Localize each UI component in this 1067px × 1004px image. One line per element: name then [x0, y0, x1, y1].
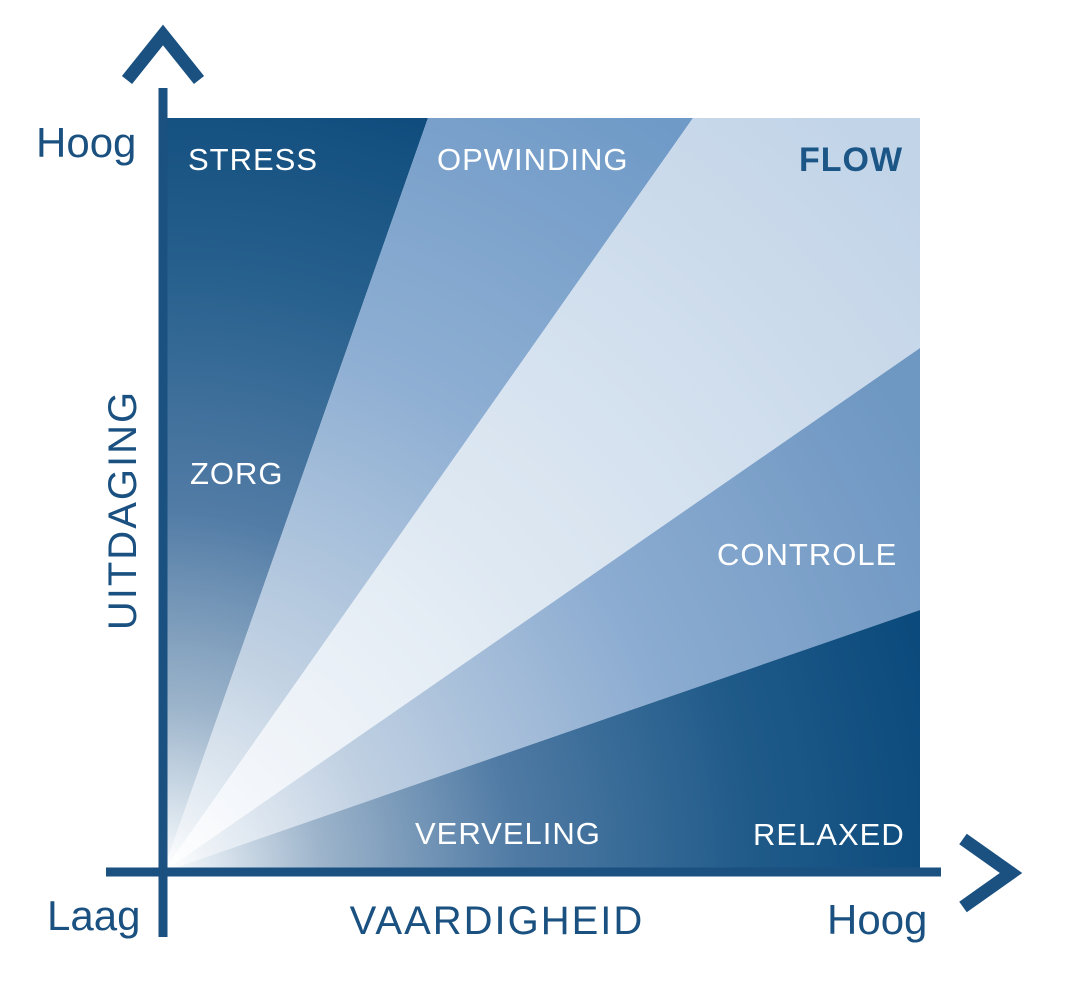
x-axis-high-label: Hoog [827, 896, 927, 943]
region-label-stress: STRESS [188, 142, 318, 177]
y-axis-high-label: Hoog [36, 119, 136, 166]
region-label-controle: CONTROLE [717, 537, 897, 572]
y-axis-title: UITDAGING [101, 390, 145, 630]
region-label-opwinding: OPWINDING [437, 142, 629, 177]
region-verveling-relaxed-wedge [163, 610, 920, 872]
y-axis-arrowhead-icon [121, 24, 205, 85]
region-label-flow: FLOW [799, 141, 903, 179]
region-label-zorg: ZORG [190, 456, 284, 491]
region-flow-wedge [163, 118, 920, 872]
region-label-relaxed: RELAXED [753, 817, 905, 852]
origin-low-label: Laag [47, 892, 140, 939]
region-controle-wedge [163, 348, 920, 872]
x-axis-title: VAARDIGHEID [350, 899, 645, 943]
region-label-verveling: VERVELING [415, 816, 601, 851]
x-axis-arrowhead-icon [959, 833, 1023, 913]
